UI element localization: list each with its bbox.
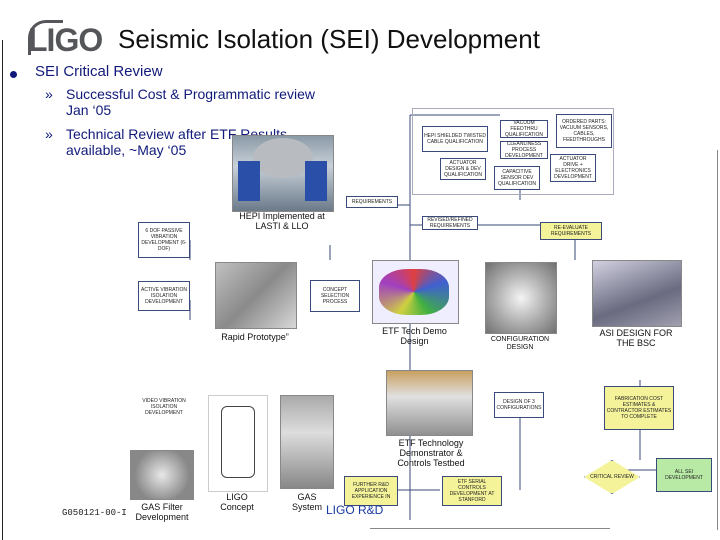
box-reevaluate: RE-EVALUATE REQUIREMENTS xyxy=(540,222,602,240)
concept-outline xyxy=(221,406,255,478)
box-design-configs: DESIGN OF 3 CONFIGURATIONS xyxy=(494,392,544,418)
box-concept: CONCEPT SELECTION PROCESS xyxy=(310,280,360,312)
box-capacitive: CAPACITIVE SENSOR DEV QUALIFICATION xyxy=(494,166,540,190)
etf-testbed-caption: ETF Technology Demonstrator & Controls T… xyxy=(397,438,465,468)
etf-testbed-photo xyxy=(386,370,473,436)
bullet-sub-2: Technical Review after ETF Results avail… xyxy=(66,126,287,158)
left-rule xyxy=(2,40,3,540)
bullet-main: SEI Critical Review xyxy=(35,63,163,80)
box-further-rd: FURTHER R&D APPLICATION EXPERIENCE IN xyxy=(344,476,398,506)
gas-filter-photo xyxy=(130,450,194,500)
hepi-actuator-left xyxy=(238,161,260,201)
page-title: Seismic Isolation (SEI) Development xyxy=(118,24,540,54)
rapid-caption: Rapid Prototype” xyxy=(221,332,289,342)
hepi-actuator-right xyxy=(305,161,327,201)
sub-marker-2: » xyxy=(45,126,53,142)
gas-system-caption: GAS System xyxy=(291,492,322,512)
box-revised-req: REVISED/REFINED REQUIREMENTS xyxy=(422,216,478,230)
footer-rule xyxy=(370,528,610,529)
configuration-photo xyxy=(485,262,557,334)
etf-demo-render xyxy=(379,269,449,315)
box-ordered-parts: ORDERED PARTS: Vacuum sensors, cables, f… xyxy=(556,114,612,148)
box-etf-serial: ETF SERIAL CONTROLS DEVELOPMENT AT STANF… xyxy=(442,476,502,506)
box-vacuum: VACUUM FEEDTHRU QUALIFICATION xyxy=(500,120,548,138)
diagram-frame xyxy=(412,108,614,195)
sub-marker-1: » xyxy=(45,86,53,102)
hepi-chamber xyxy=(253,138,313,178)
etf-tech-demo-photo xyxy=(372,260,459,324)
asi-design-photo xyxy=(592,260,682,327)
ligo-concept-drawing xyxy=(208,395,268,492)
gas-system-photo xyxy=(280,395,334,489)
right-rule xyxy=(717,150,718,530)
box-six-dof: 6 DOF PASSIVE VIBRATION DEVELOPMENT (6-D… xyxy=(138,222,190,258)
bullet-sub-1: Successful Cost & Programmatic review Ja… xyxy=(66,86,315,118)
hepi-caption: HEPI Implemented at LASTI & LLO xyxy=(239,211,325,231)
box-active-iso: ACTIVE VIBRATION ISOLATION DEVELOPMENT xyxy=(138,281,190,311)
configuration-caption: CONFIGURATION DESIGN xyxy=(490,336,550,351)
box-fabrication: FABRICATION COST ESTIMATES & CONTRACTOR … xyxy=(604,386,674,430)
box-hepi-cable: HEPI SHIELDED TWISTED CABLE QUALIFICATIO… xyxy=(422,126,488,152)
etf-tech-demo-caption: ETF Tech Demo Design xyxy=(382,326,447,346)
box-actuator-qual: ACTUATOR DESIGN & DEV QUALIFICATION xyxy=(440,158,486,180)
asi-design-caption: ASI DESIGN FOR THE BSC xyxy=(599,328,673,348)
gas-filter-caption: GAS Filter Development xyxy=(135,502,189,522)
box-all-sei: ALL SEI DEVELOPMENT xyxy=(656,458,712,492)
box-video-iso: VIDEO VIBRATION ISOLATION DEVELOPMENT xyxy=(138,390,190,424)
hepi-photo xyxy=(232,135,334,212)
ligo-rd-label: LIGO R&D xyxy=(326,503,384,517)
doc-id: G050121-00-I xyxy=(62,508,127,518)
box-actuator-drive: ACTUATOR DRIVE + ELECTRONICS DEVELOPMENT xyxy=(550,154,596,182)
logo-arc xyxy=(28,20,63,55)
box-cleanliness: CLEANLINESS PROCESS DEVELOPMENT xyxy=(500,141,548,159)
bullet-dot xyxy=(10,71,17,78)
box-requirements: REQUIREMENTS xyxy=(346,196,398,208)
ligo-concept-caption: LIGO Concept xyxy=(220,492,254,512)
rapid-prototype-photo xyxy=(215,262,297,329)
